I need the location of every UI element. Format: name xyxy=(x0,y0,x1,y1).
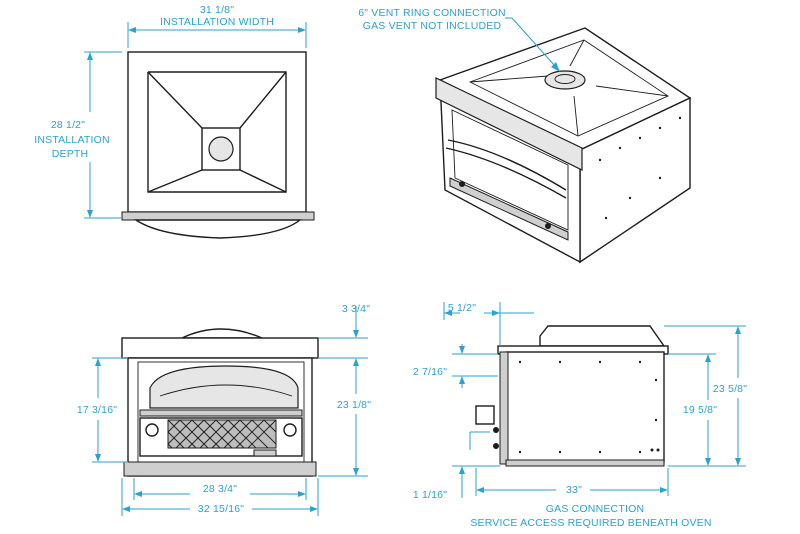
front-view-left-knob xyxy=(145,423,159,437)
side-view-body xyxy=(505,351,665,463)
gas-callout-line-2: SERVICE ACCESS REQUIRED BENEATH OVEN xyxy=(470,517,711,529)
side-view-screws xyxy=(518,360,660,454)
vent-callout-line-2: GAS VENT NOT INCLUDED xyxy=(363,20,502,32)
side-depth-value: 33" xyxy=(566,484,582,496)
front-view-igniter xyxy=(253,449,277,457)
side-gas-height-dimension: 2 7/16" xyxy=(413,344,498,388)
front-height-left-dimension: 17 3/16" xyxy=(77,357,128,463)
side-depth-dimension: 33" xyxy=(475,468,669,496)
iso-front-top-trim xyxy=(435,77,583,171)
iso-screws xyxy=(598,116,682,220)
side-top-offset-dimension: 5 1/2" xyxy=(443,302,534,346)
depth-label-line-2: DEPTH xyxy=(52,148,89,160)
side-bottom-offset-value: 1 1/16" xyxy=(413,489,447,501)
depth-dimension: 28 1/2" INSTALLATION DEPTH xyxy=(34,51,122,219)
top-view-door-handle xyxy=(133,219,302,239)
side-bottom-offset-dimension: 1 1/16" xyxy=(413,465,500,501)
iso-vent-ring xyxy=(544,70,586,90)
vent-callout: 6" VENT RING CONNECTION GAS VENT NOT INC… xyxy=(358,7,560,72)
front-view-grille xyxy=(167,419,277,449)
front-offset-dimension: 3 3/4" xyxy=(318,303,370,370)
front-view-vent-hood xyxy=(181,328,263,339)
front-view-top-trim xyxy=(121,337,319,359)
top-width-value: 31 1/8" xyxy=(200,4,234,16)
front-view-oven-opening xyxy=(149,365,299,409)
front-height-left-value: 17 3/16" xyxy=(77,404,117,416)
front-width-dimensions: 28 3/4" 32 15/16" xyxy=(121,478,319,516)
front-view xyxy=(121,328,319,477)
gas-callout-line-1: GAS CONNECTION xyxy=(546,503,644,515)
side-gas-height-value: 2 7/16" xyxy=(413,366,447,378)
front-view-base-trim xyxy=(123,461,317,477)
side-total-height-dimension: 23 5/8" xyxy=(664,325,747,467)
front-height-right-dimension: 23 1/8" xyxy=(318,362,371,477)
side-view-front-face xyxy=(499,351,509,465)
isometric-view xyxy=(435,27,692,264)
side-view-top-hood xyxy=(539,325,666,347)
top-view-vent-ring xyxy=(208,136,234,162)
front-outer-width-value: 32 15/16" xyxy=(198,503,244,515)
front-view-right-knob xyxy=(283,423,297,437)
top-width-label: INSTALLATION WIDTH xyxy=(160,16,274,28)
side-total-height-value: 23 5/8" xyxy=(713,383,747,395)
front-inner-width-value: 28 3/4" xyxy=(203,483,237,495)
top-view-front-trim xyxy=(121,211,315,221)
iso-door-handle xyxy=(447,139,567,191)
vent-callout-line-1: 6" VENT RING CONNECTION xyxy=(358,7,506,19)
top-view xyxy=(121,51,315,239)
front-top-offset-value: 3 3/4" xyxy=(342,303,370,315)
side-view-base xyxy=(505,459,665,467)
depth-value: 28 1/2" xyxy=(51,119,85,131)
side-view xyxy=(475,325,669,467)
side-body-height-dimension: 19 5/8" xyxy=(668,353,717,466)
iso-control-panel xyxy=(449,177,569,241)
gas-connection-callout: GAS CONNECTION SERVICE ACCESS REQUIRED B… xyxy=(469,431,711,529)
side-body-height-value: 19 5/8" xyxy=(683,404,717,416)
side-top-offset-value: 5 1/2" xyxy=(448,302,476,314)
depth-label-line-1: INSTALLATION xyxy=(34,134,110,146)
side-view-handle xyxy=(475,405,495,425)
top-view-vent-plate xyxy=(201,127,241,171)
top-width-dimension: 31 1/8" INSTALLATION WIDTH xyxy=(127,4,307,48)
front-view-handle xyxy=(139,409,303,417)
front-height-right-value: 23 1/8" xyxy=(337,399,371,411)
